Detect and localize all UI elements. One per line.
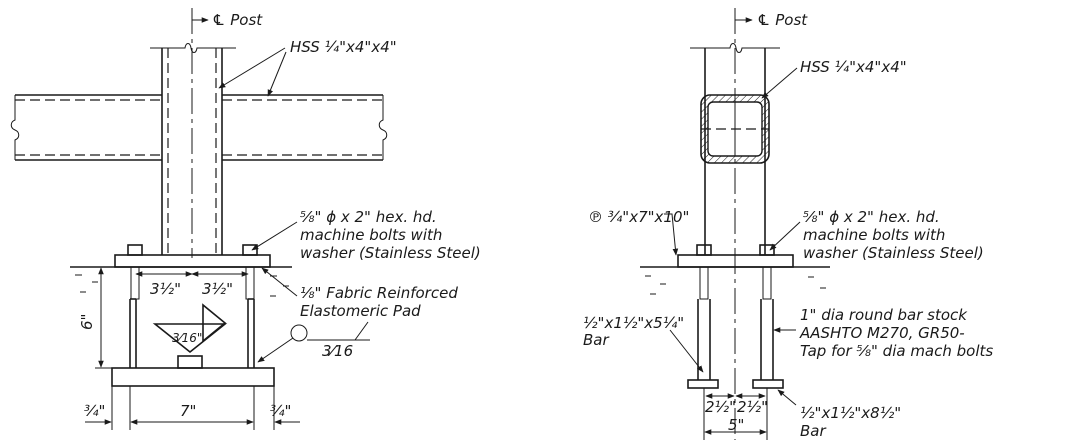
right-elevation-view: ℄ Post HSS ¼"x4"x4" [583, 8, 993, 440]
right-bar-a-line-1: ½"x1½"x5¼" [583, 314, 684, 332]
right-bolt-callout-line-1: ⅝" ϕ x 2" hex. hd. [803, 208, 940, 226]
left-weld-arrow [202, 303, 227, 343]
right-foot-right [752, 379, 784, 389]
left-dim-7: 7" [180, 402, 196, 420]
left-pad-callout-line-2: Elastomeric Pad [300, 302, 421, 320]
left-dim-three-quarter-b: ¾" [270, 402, 291, 420]
right-bolt-callout-line-3: washer (Stainless Steel) [803, 244, 984, 262]
right-bolt-callout-line-2: machine bolts with [803, 226, 945, 244]
right-bolt-right [759, 244, 775, 300]
left-dim-3-5-a: 3½" [150, 280, 181, 298]
left-bolt-left [127, 244, 143, 300]
left-centerline-label: ℄ Post [212, 11, 263, 29]
left-weld-size-b: 3⁄16 [322, 342, 353, 360]
left-dim-three-quarter-a: ¾" [84, 402, 105, 420]
right-round-bar-line-3: Tap for ⅝" dia mach bolts [800, 342, 993, 360]
right-dim-2-5-b: 2½" [737, 398, 768, 416]
right-round-bar-line-1: 1" dia round bar stock [800, 306, 968, 324]
right-dim-2-5-a: 2½" [705, 398, 736, 416]
left-elevation-view: ℄ Post HSS ¼"x4"x4" [10, 8, 481, 430]
right-centerline-label: ℄ Post [757, 11, 808, 29]
right-bar-b-line-2: Bar [800, 422, 826, 440]
left-bolt-right [242, 244, 258, 300]
right-hss-label: HSS ¼"x4"x4" [800, 58, 907, 76]
left-dim-6: 6" [78, 314, 96, 330]
left-dim-3-5-b: 3½" [202, 280, 233, 298]
left-ground-hatch [75, 274, 289, 297]
right-round-bar-line-2: AASHTO M270, GR50- [799, 324, 965, 342]
right-break-line [690, 43, 780, 53]
right-foot-left [687, 379, 719, 389]
left-rail-right [222, 94, 388, 161]
left-rail-left [10, 94, 162, 161]
left-bolt-callout-line-3: washer (Stainless Steel) [300, 244, 481, 262]
left-bolt-callout-line-1: ⅝" ϕ x 2" hex. hd. [300, 208, 437, 226]
left-hss-label: HSS ¼"x4"x4" [290, 38, 397, 56]
left-bottom-plate [111, 367, 275, 387]
right-plate-label: ℗ ¾"x7"x10" [588, 208, 689, 226]
right-bar-b-line-1: ½"x1½"x8½" [800, 404, 901, 422]
left-weld-size: 3⁄16" [172, 331, 202, 345]
right-ground-hatch [645, 275, 826, 295]
right-bar-a-line-2: Bar [583, 331, 609, 349]
left-pad-callout-line-1: ⅛" Fabric Reinforced [300, 284, 458, 302]
left-weld-all-around-circle [290, 324, 308, 342]
right-bolt-left [696, 244, 712, 300]
left-bolt-callout-line-2: machine bolts with [300, 226, 442, 244]
right-dim-5: 5" [728, 416, 744, 434]
left-center-block [177, 355, 203, 369]
left-break-line [150, 43, 236, 53]
